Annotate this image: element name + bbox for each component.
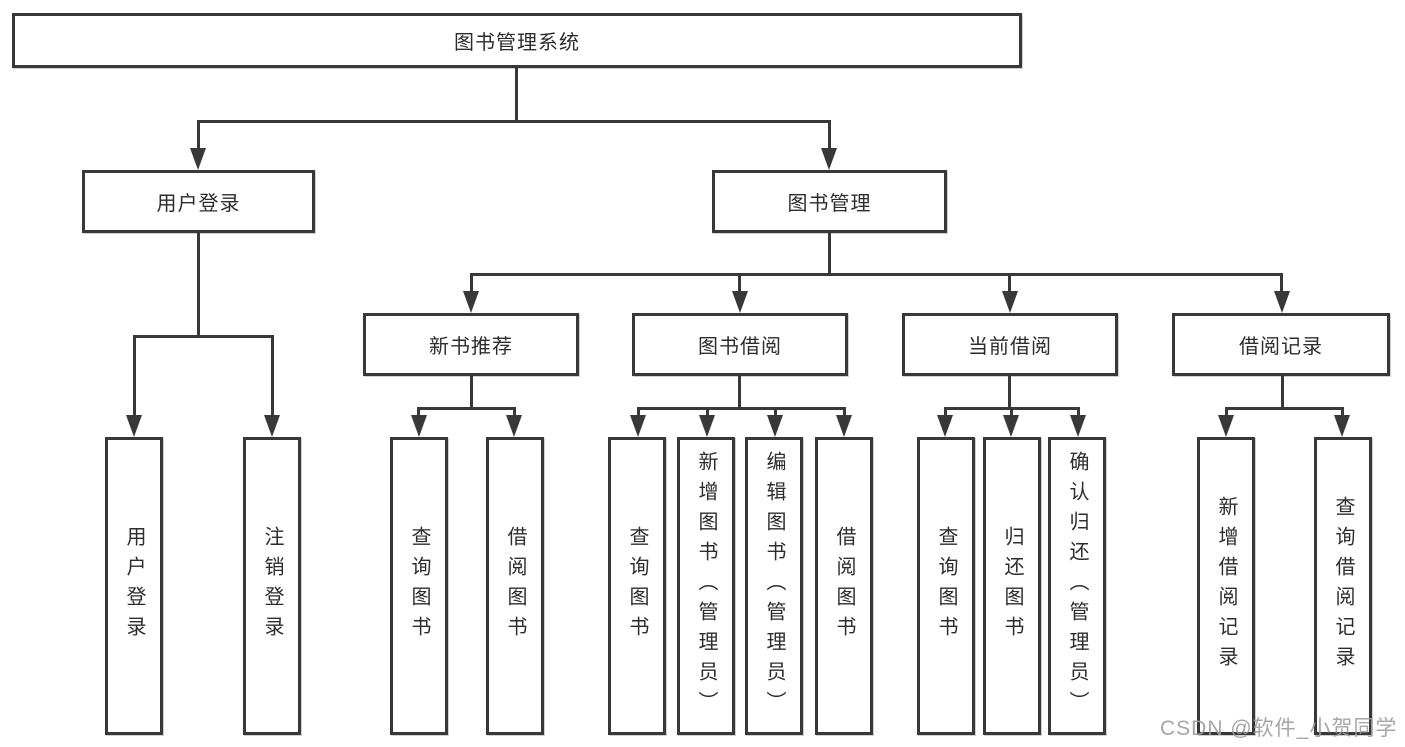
arrow-down-icon xyxy=(732,291,748,313)
node-label: 图书管理 xyxy=(787,193,872,215)
arrow-down-icon xyxy=(1003,415,1019,437)
edge-line xyxy=(1008,376,1011,407)
edge-line xyxy=(1280,273,1283,293)
arrow-down-icon xyxy=(1070,415,1086,437)
node-book-borrowing: 图书借阅 xyxy=(632,313,848,376)
leaf-query-books-2: 查询图书 xyxy=(608,437,666,735)
leaf-query-borrow-record: 查询借阅记录 xyxy=(1314,437,1372,735)
arrow-down-icon xyxy=(463,291,479,313)
edge-line xyxy=(133,335,274,338)
leaf-label: 借阅图书 xyxy=(833,526,855,646)
edge-line xyxy=(197,233,200,335)
edge-line xyxy=(706,407,709,419)
node-library-management-system: 图书管理系统 xyxy=(12,13,1022,68)
edge-line xyxy=(1010,407,1013,419)
node-book-management: 图书管理 xyxy=(712,170,947,233)
leaf-label: 归还图书 xyxy=(1001,526,1023,646)
arrow-down-icon xyxy=(630,415,646,437)
edge-line xyxy=(1281,376,1284,407)
leaf-confirm-return-admin: 确认归还（管理员） xyxy=(1048,437,1106,735)
leaf-label: 查询图书 xyxy=(408,526,430,646)
leaf-label: 借阅图书 xyxy=(504,526,526,646)
leaf-label: 查询图书 xyxy=(626,526,648,646)
edge-line xyxy=(774,407,777,419)
edge-line xyxy=(637,407,846,410)
edge-line xyxy=(470,273,1283,276)
edge-line xyxy=(843,407,846,419)
node-borrowing-records: 借阅记录 xyxy=(1172,313,1390,376)
leaf-label: 新增借阅记录 xyxy=(1215,496,1237,676)
leaf-label: 编辑图书（管理员） xyxy=(763,451,785,721)
arrow-down-icon xyxy=(126,415,142,437)
leaf-query-books-1: 查询图书 xyxy=(390,437,448,735)
arrow-down-icon xyxy=(1218,415,1234,437)
leaf-label: 查询图书 xyxy=(935,526,957,646)
arrow-down-icon xyxy=(411,415,427,437)
edge-line xyxy=(197,120,831,123)
edge-line xyxy=(1008,273,1011,293)
leaf-label: 用户登录 xyxy=(123,526,145,646)
node-label: 当前借阅 xyxy=(968,336,1052,358)
edge-line xyxy=(470,376,473,407)
leaf-label: 确认归还（管理员） xyxy=(1066,451,1088,721)
leaf-add-borrow-record: 新增借阅记录 xyxy=(1197,437,1255,735)
edge-line xyxy=(197,120,200,150)
arrow-down-icon xyxy=(190,148,206,170)
edge-line xyxy=(738,273,741,293)
arrow-down-icon xyxy=(1002,291,1018,313)
edge-line xyxy=(513,407,516,419)
arrow-down-icon xyxy=(1274,291,1290,313)
edge-line xyxy=(1225,407,1344,410)
arrow-down-icon xyxy=(699,415,715,437)
arrow-down-icon xyxy=(937,415,953,437)
watermark: CSDN @软件_小贺同学 xyxy=(1160,717,1398,740)
arrow-down-icon xyxy=(821,148,837,170)
edge-line xyxy=(1341,407,1344,419)
edge-line xyxy=(271,335,274,417)
edge-line xyxy=(738,376,741,407)
edge-line xyxy=(944,407,947,419)
leaf-logout: 注销登录 xyxy=(243,437,301,735)
node-current-borrowing: 当前借阅 xyxy=(902,313,1118,376)
edge-line xyxy=(1225,407,1228,419)
arrow-down-icon xyxy=(1334,415,1350,437)
node-label: 用户登录 xyxy=(156,193,241,215)
leaf-label: 注销登录 xyxy=(261,526,283,646)
leaf-label: 查询借阅记录 xyxy=(1332,496,1354,676)
leaf-return-books: 归还图书 xyxy=(983,437,1041,735)
edge-line xyxy=(637,407,640,419)
leaf-borrow-books-1: 借阅图书 xyxy=(486,437,544,735)
arrow-down-icon xyxy=(836,415,852,437)
edge-line xyxy=(515,68,518,120)
edge-line xyxy=(828,120,831,150)
node-user-login: 用户登录 xyxy=(82,170,315,233)
edge-line xyxy=(470,273,473,293)
edge-line xyxy=(417,407,420,419)
node-new-book-recommend: 新书推荐 xyxy=(363,313,579,376)
edge-line xyxy=(417,407,516,410)
node-label: 图书借阅 xyxy=(698,336,782,358)
node-label: 图书管理系统 xyxy=(454,32,580,54)
edge-line xyxy=(133,335,136,417)
leaf-label: 新增图书（管理员） xyxy=(695,451,717,721)
leaf-user-login: 用户登录 xyxy=(105,437,163,735)
arrow-down-icon xyxy=(264,415,280,437)
leaf-add-books-admin: 新增图书（管理员） xyxy=(677,437,735,735)
edge-line xyxy=(1077,407,1080,419)
leaf-borrow-books-2: 借阅图书 xyxy=(815,437,873,735)
arrow-down-icon xyxy=(767,415,783,437)
leaf-query-books-3: 查询图书 xyxy=(917,437,975,735)
leaf-edit-books-admin: 编辑图书（管理员） xyxy=(745,437,803,735)
node-label: 新书推荐 xyxy=(429,336,513,358)
edge-line xyxy=(828,233,831,273)
arrow-down-icon xyxy=(506,415,522,437)
node-label: 借阅记录 xyxy=(1239,336,1323,358)
